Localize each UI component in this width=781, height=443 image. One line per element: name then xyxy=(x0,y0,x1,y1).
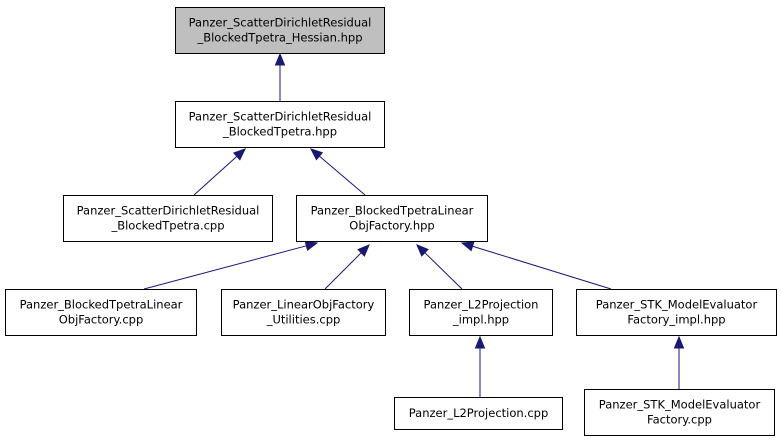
edge-l2_impl-to-linobj_hpp xyxy=(416,244,463,290)
arrowhead xyxy=(309,148,324,161)
node-box[interactable] xyxy=(63,195,273,242)
edge-scatter_cpp-to-scatter_hpp xyxy=(193,148,246,196)
node-l2_cpp[interactable]: Panzer_L2Projection.cpp xyxy=(394,397,563,430)
node-label-line: _Utilities.cpp xyxy=(266,313,341,327)
node-label-line: Factory_impl.hpp xyxy=(627,313,725,327)
edge-line xyxy=(193,155,238,196)
node-hessian[interactable]: Panzer_ScatterDirichletResidual_BlockedT… xyxy=(175,7,385,54)
arrowhead xyxy=(460,241,475,252)
node-label-line: Panzer_STK_ModelEvaluator xyxy=(599,398,761,412)
arrowhead xyxy=(416,244,429,257)
edge-l2_cpp-to-l2_impl xyxy=(474,335,486,397)
node-box[interactable] xyxy=(584,389,775,436)
node-label-line: Panzer_BlockedTpetraLinear xyxy=(20,298,183,312)
node-box[interactable] xyxy=(175,7,385,54)
node-label-line: Panzer_LinearObjFactory xyxy=(233,298,375,312)
edge-scatter_hpp-to-hessian xyxy=(274,52,286,101)
node-label-line: Panzer_L2Projection xyxy=(424,298,539,312)
edge-line xyxy=(324,252,362,290)
node-box[interactable] xyxy=(5,289,197,336)
node-label-line: Panzer_ScatterDirichletResidual xyxy=(189,16,372,30)
edge-linobj_cpp-to-linobj_hpp xyxy=(143,240,319,290)
node-label-line: Factory.cpp xyxy=(647,413,712,427)
arrowhead xyxy=(673,335,685,349)
node-stk_impl[interactable]: Panzer_STK_ModelEvaluatorFactory_impl.hp… xyxy=(576,289,777,336)
node-label-line: _BlockedTpetra_Hessian.hpp xyxy=(196,31,362,45)
node-label-line: Panzer_BlockedTpetraLinear xyxy=(311,204,474,218)
node-box[interactable] xyxy=(221,289,386,336)
node-label-line: Panzer_ScatterDirichletResidual xyxy=(189,110,372,124)
node-label-line: _impl.hpp xyxy=(452,313,509,327)
node-label-line: Panzer_ScatterDirichletResidual xyxy=(77,204,260,218)
node-box[interactable] xyxy=(175,101,385,148)
edge-line xyxy=(472,245,612,290)
edge-linobj_hpp-to-scatter_hpp xyxy=(309,148,366,196)
edge-line xyxy=(319,155,366,196)
node-box[interactable] xyxy=(576,289,777,336)
node-scatter_hpp[interactable]: Panzer_ScatterDirichletResidual_BlockedT… xyxy=(175,101,385,148)
node-label-line: Panzer_STK_ModelEvaluator xyxy=(596,298,758,312)
arrowhead xyxy=(232,148,246,161)
node-label-line: _BlockedTpetra.cpp xyxy=(110,219,224,233)
node-box[interactable] xyxy=(409,289,553,336)
arrowhead xyxy=(304,240,319,252)
node-l2_impl[interactable]: Panzer_L2Projection_impl.hpp xyxy=(409,289,553,336)
node-linobj_util[interactable]: Panzer_LinearObjFactory_Utilities.cpp xyxy=(221,289,386,336)
node-scatter_cpp[interactable]: Panzer_ScatterDirichletResidual_BlockedT… xyxy=(63,195,273,242)
edge-line xyxy=(424,252,463,290)
arrowhead xyxy=(474,335,486,349)
nodes-layer: Panzer_ScatterDirichletResidual_BlockedT… xyxy=(5,7,777,436)
arrowhead xyxy=(274,52,286,66)
arrowhead xyxy=(357,244,370,257)
node-label-line: Panzer_L2Projection.cpp xyxy=(409,406,549,420)
edge-stk_impl-to-linobj_hpp xyxy=(460,241,612,290)
edges-layer xyxy=(143,52,685,397)
node-label-line: ObjFactory.hpp xyxy=(349,219,434,233)
edge-linobj_util-to-linobj_hpp xyxy=(324,244,370,290)
edge-stk_cpp-to-stk_impl xyxy=(673,335,685,389)
node-label-line: _BlockedTpetra.hpp xyxy=(222,125,337,139)
node-box[interactable] xyxy=(296,195,488,242)
edge-line xyxy=(143,245,307,290)
node-box[interactable] xyxy=(394,397,563,430)
node-label-line: ObjFactory.cpp xyxy=(59,313,144,327)
